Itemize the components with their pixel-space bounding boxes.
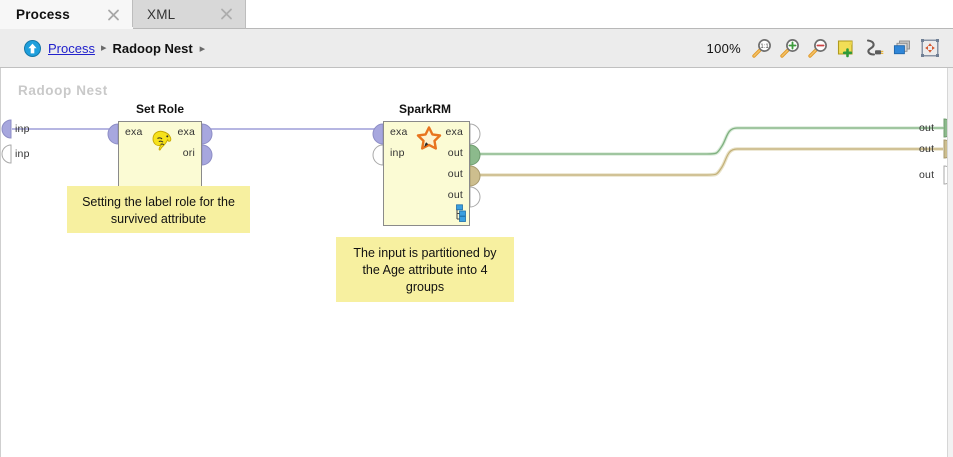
process-input-port-1[interactable]: inp [15,146,30,160]
port-label-ori-out: ori [182,147,195,159]
process-input-port-0[interactable]: inp [15,121,30,135]
process-canvas[interactable]: Radoop Nest [0,68,953,457]
operator-set-role-title: Set Role [135,102,184,116]
subprocess-tree-icon[interactable] [448,204,466,222]
breadcrumb-link-process[interactable]: Process [48,40,95,56]
breadcrumb: Process ▸ Radoop Nest ▸ [24,29,205,67]
breadcrumb-separator-trailing: ▸ [199,42,206,55]
svg-text:1:1: 1:1 [760,44,769,50]
breadcrumb-current-radoop-nest: Radoop Nest [112,40,193,56]
port-label-exa-in: exa [390,126,408,138]
close-icon[interactable] [220,8,233,21]
port-label-out-1: out [447,147,463,159]
port-label-inp-in: inp [390,147,405,159]
port-label-out-2: out [447,168,463,180]
breadcrumb-separator: ▸ [100,41,107,54]
auto-arrange-icon[interactable] [917,35,943,61]
hadoop-elephant-icon [148,126,176,154]
note-set-role[interactable]: Setting the label role for the survived … [67,186,250,233]
port-label-out-3: out [447,189,463,201]
layers-icon[interactable] [889,35,915,61]
port-label-exa-in: exa [125,126,143,138]
tab-xml[interactable]: XML [133,0,246,29]
port-label: inp [15,148,30,160]
operator-spark-rm-body[interactable]: exa inp exa out out out [383,121,470,226]
port-label-exa-out: exa [445,126,463,138]
vertical-scrollbar[interactable] [947,68,953,457]
zoom-in-icon[interactable] [777,35,803,61]
orange-star-icon [414,124,444,154]
port-label: out [919,169,935,181]
operator-spark-rm[interactable]: SparkRM exa inp exa out out out [379,102,479,262]
auto-wire-icon[interactable] [861,35,887,61]
add-note-icon[interactable] [833,35,859,61]
note-spark-rm[interactable]: The input is partitioned by the Age attr… [336,237,514,302]
up-arrow-icon[interactable] [24,39,41,57]
operator-spark-rm-title: SparkRM [398,102,451,116]
toolbar-buttons: 100% 1:1 [707,29,943,67]
zoom-reset-icon[interactable]: 1:1 [749,35,775,61]
process-output-port-2[interactable]: out [919,167,934,181]
process-output-port-0[interactable]: out [919,120,934,134]
port-label: out [919,143,935,155]
operator-set-role-body[interactable]: exa exa ori [118,121,202,189]
tab-process[interactable]: Process [0,0,133,29]
editor-toolbar: Process ▸ Radoop Nest ▸ 100% 1:1 [0,29,953,68]
canvas-watermark-label: Radoop Nest [18,83,108,98]
tab-bar: Process XML [0,0,953,29]
port-label: out [919,122,935,134]
port-label: inp [15,123,30,135]
process-output-port-1[interactable]: out [919,141,934,155]
port-label-exa-out: exa [177,126,195,138]
zoom-level-label: 100% [706,40,741,56]
zoom-out-icon[interactable] [805,35,831,61]
operator-set-role[interactable]: Set Role exa exa ori [109,102,211,222]
tab-bar-filler [246,0,953,28]
close-icon[interactable] [107,8,120,21]
tab-xml-label: XML [147,6,176,22]
tab-process-label: Process [16,7,70,22]
